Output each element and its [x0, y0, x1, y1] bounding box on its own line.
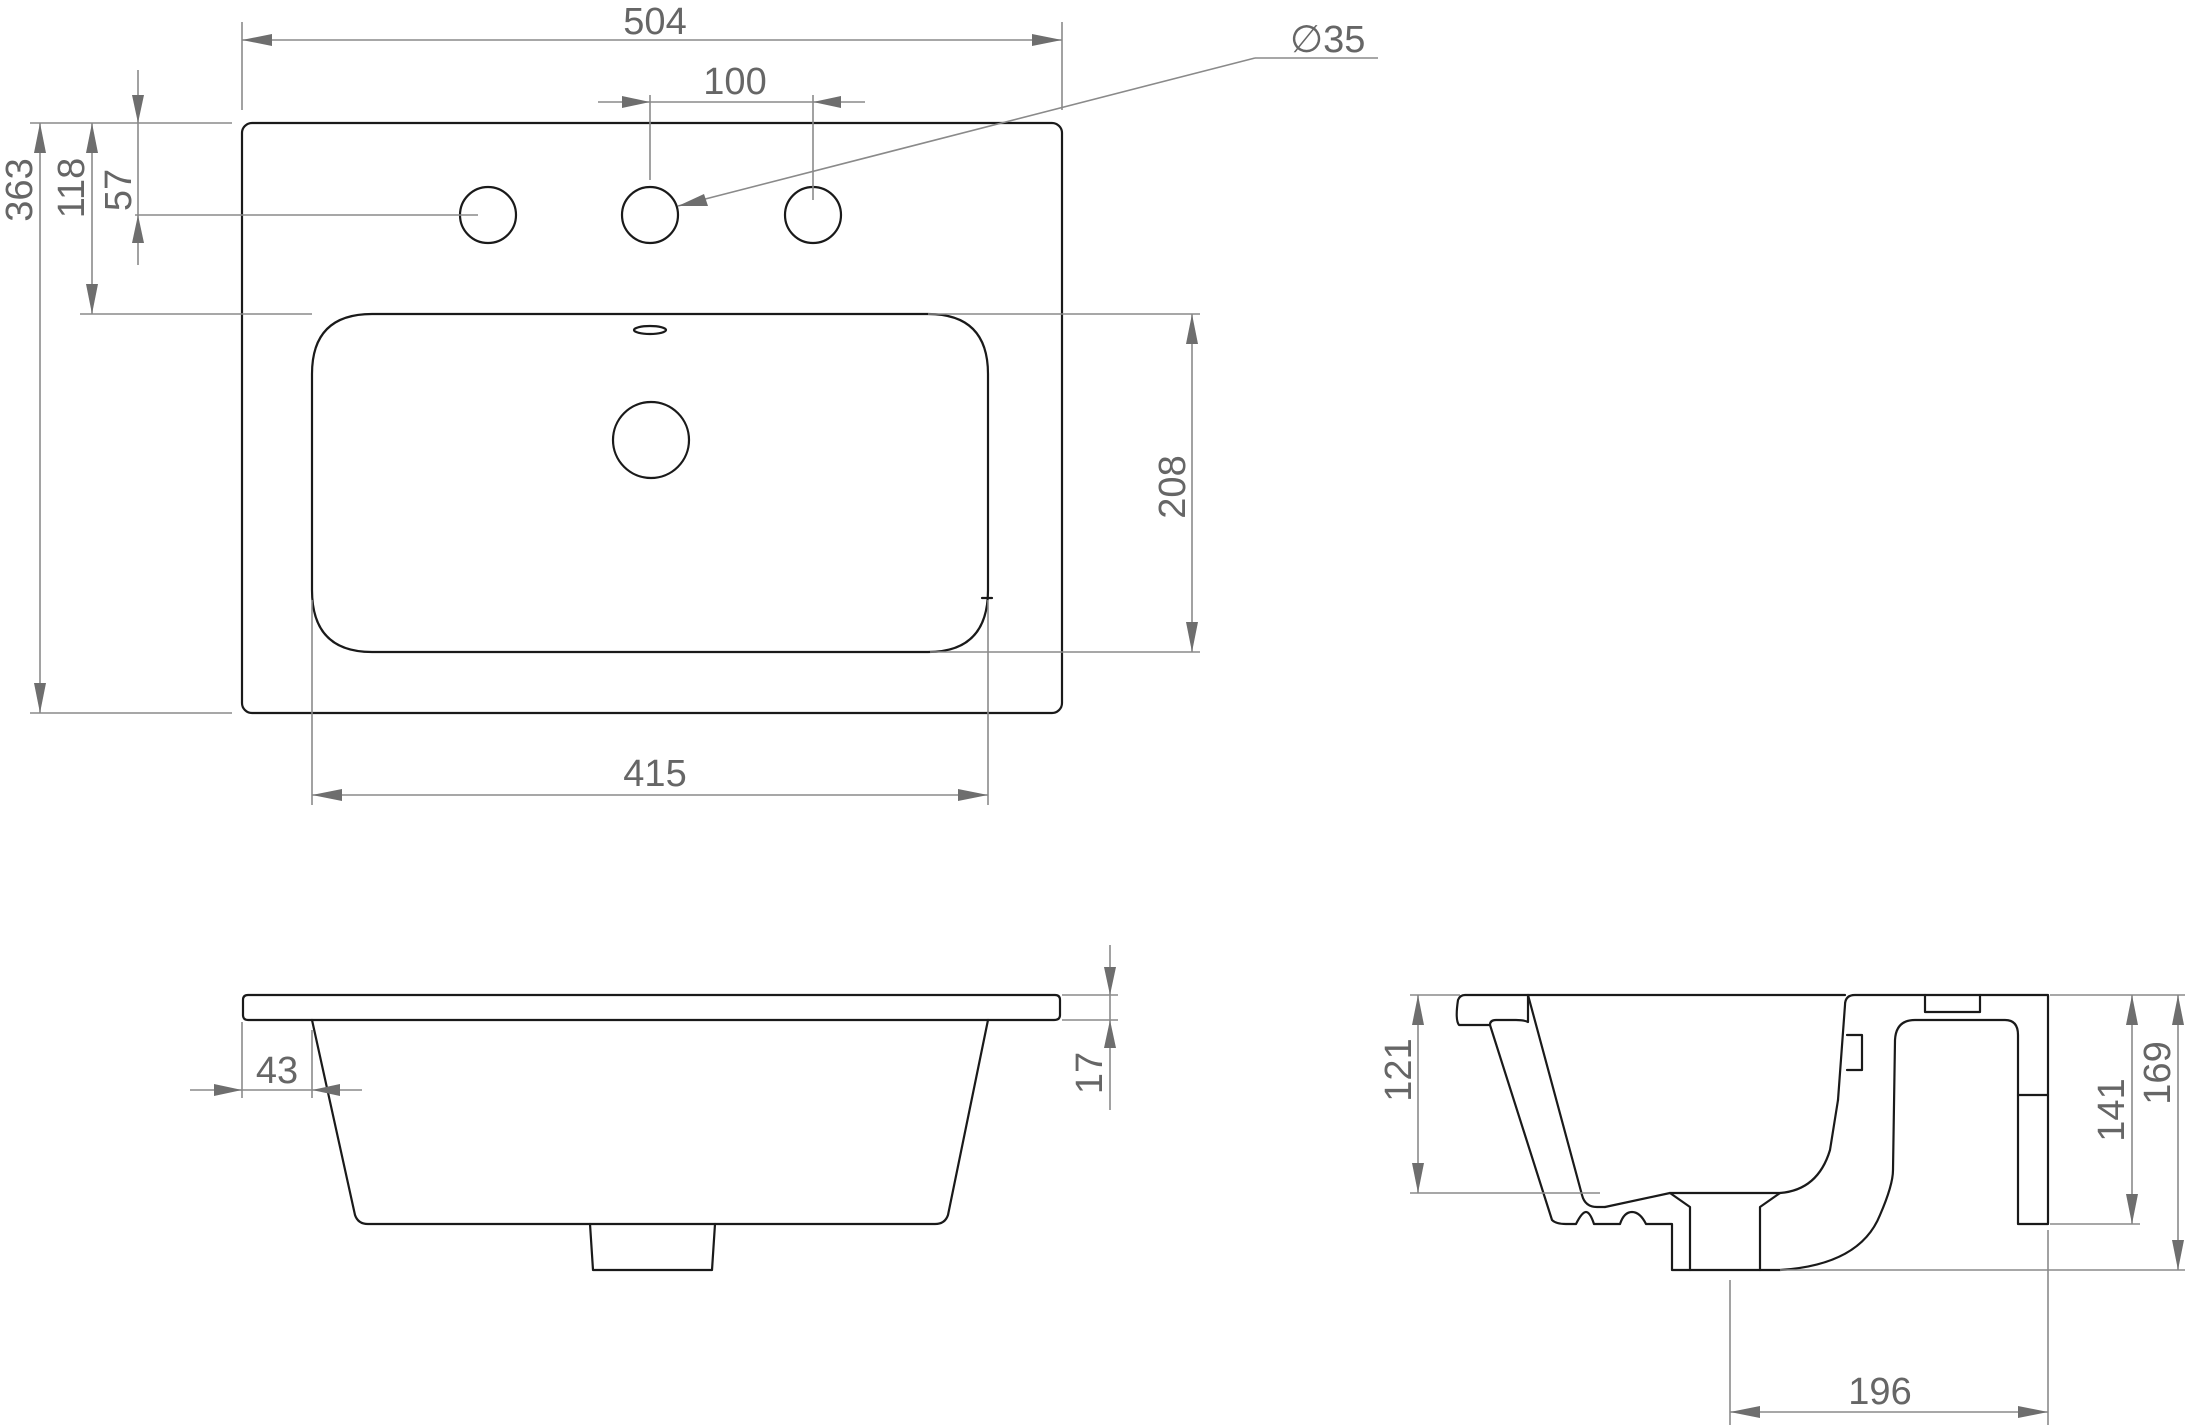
dim-arrow: [1104, 967, 1116, 995]
countertop-outline: [240, 121, 1064, 715]
drain-hole: [611, 400, 691, 480]
dim-arrow: [34, 683, 46, 713]
dim-basin-depth: 208: [1152, 455, 1194, 518]
side-drain-section: [1668, 1191, 1782, 1272]
dim-rim-overhang: 43: [256, 1050, 298, 1092]
dim-arrow: [34, 123, 46, 153]
overflow-slot: [632, 324, 668, 336]
dim-arrow: [214, 1084, 242, 1096]
dim-arrow: [242, 34, 272, 46]
leader-arrow: [678, 194, 708, 206]
dim-tap-hole-offset: 57: [98, 169, 140, 211]
dim-arrow: [1186, 622, 1198, 652]
dim-arrow: [86, 123, 98, 153]
dim-arrow: [2018, 1406, 2048, 1418]
dim-arrow: [622, 96, 650, 108]
side-section-outline: [1455, 993, 1530, 1027]
dim-arrow: [1730, 1406, 1760, 1418]
side-bowl-outer-left: [1488, 993, 2050, 1272]
side-bowl-inner-curve: [1603, 1098, 1840, 1209]
dim-arrow: [958, 789, 988, 801]
dim-overall-width: 504: [623, 1, 686, 43]
basin-outline: [310, 312, 990, 654]
dim-arrow: [2172, 1240, 2184, 1270]
side-overflow-channel: [1845, 1033, 1864, 1072]
dim-arrow: [813, 96, 841, 108]
dim-arrow: [2126, 995, 2138, 1025]
dim-rim-thickness: 17: [1069, 1052, 1111, 1094]
dim-arrow: [312, 1084, 340, 1096]
dim-arrow: [1412, 995, 1424, 1025]
dim-basin-width: 415: [623, 753, 686, 795]
dim-arrow: [86, 284, 98, 314]
dim-arrow: [312, 789, 342, 801]
dim-overall-depth: 363: [0, 158, 41, 221]
top-view-dimensions: 504 100 ∅35 363 118 57: [0, 1, 1378, 805]
front-view-dimensions: 43 17: [190, 945, 1118, 1110]
dim-arrow: [132, 215, 144, 243]
front-view: [241, 993, 1062, 1272]
top-view: [240, 121, 1064, 715]
front-bowl: [310, 1018, 990, 1226]
dim-arrow: [2172, 995, 2184, 1025]
front-rim: [241, 993, 1062, 1022]
dim-arrow: [132, 95, 144, 123]
dim-arrow: [1412, 1163, 1424, 1193]
dim-arrow: [1032, 34, 1062, 46]
dim-tap-spacing: 100: [703, 61, 766, 103]
dim-waste-offset: 196: [1848, 1371, 1911, 1413]
front-drain-pipe: [588, 1222, 717, 1272]
dim-total-height: 169: [2137, 1041, 2179, 1104]
side-view-dimensions: 121 141 169 196: [1378, 994, 2185, 1425]
dim-basin-offset: 118: [51, 158, 93, 219]
dim-bowl-depth: 121: [1378, 1038, 1420, 1101]
dim-body-height: 141: [2091, 1078, 2133, 1141]
side-bowl-left-wall: [1526, 993, 1607, 1209]
dim-arrow: [1186, 314, 1198, 344]
side-view: [1455, 993, 2050, 1272]
dim-arrow: [2126, 1194, 2138, 1224]
side-back-notch: [1923, 993, 1982, 1014]
tap-hole-center: [620, 185, 680, 245]
dim-hole-diameter: ∅35: [1290, 19, 1365, 61]
dim-arrow: [1104, 1020, 1116, 1048]
